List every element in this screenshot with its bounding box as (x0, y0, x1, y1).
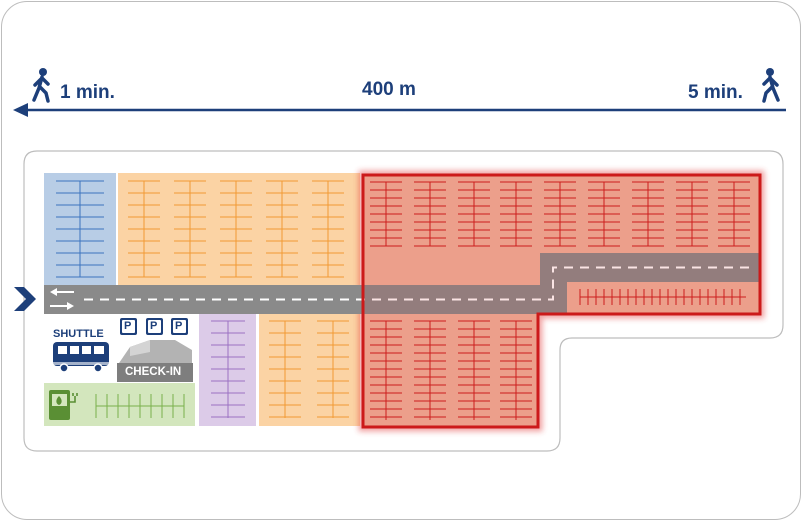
zone-blue-stalls (56, 180, 104, 278)
parking-sign-icon: P (124, 320, 132, 332)
road-highlight-tint (363, 253, 759, 314)
zone-red-stalls (370, 181, 750, 420)
walking-person-icon (762, 68, 780, 103)
zone-red-outline (361, 173, 762, 429)
parking-sign-icon: P (175, 320, 183, 332)
left-time-label: 1 min. (60, 82, 115, 103)
right-time-label: 5 min. (688, 82, 743, 103)
zone-orange-bottom (259, 314, 360, 426)
distance-bar (13, 103, 786, 117)
zone-orange-bottom-stalls (269, 320, 349, 418)
ev-charging-icon (49, 390, 78, 420)
zone-orange-top-stalls (128, 180, 344, 278)
two-way-arrows-icon (50, 288, 74, 310)
checkin-label: CHECK-IN (125, 366, 182, 378)
zone-green-stalls (95, 394, 185, 418)
shuttle-bus-icon (52, 342, 110, 373)
check-in-building-icon (117, 340, 193, 382)
left-arrow-icon (13, 103, 28, 117)
distance-label: 400 m (362, 79, 416, 100)
zone-purple-stalls (211, 320, 245, 418)
parking-sign-icon: P (150, 320, 158, 332)
shuttle-label: SHUTTLE (53, 328, 104, 340)
parking-signs (120, 318, 188, 335)
entrance-chevron-icon (14, 287, 36, 311)
walking-person-icon (32, 68, 50, 103)
road-center-dashes (84, 266, 752, 301)
